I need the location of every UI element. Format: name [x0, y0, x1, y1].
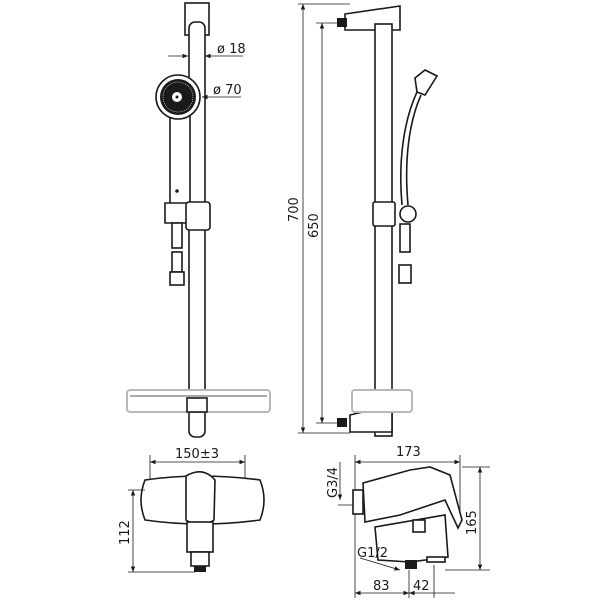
- wall-connector: [352, 489, 364, 515]
- holder-left: [164, 202, 188, 224]
- wall-screw-bottom: [337, 418, 347, 427]
- dim-head-diameter: ø 70: [213, 83, 242, 98]
- side-hand-shower: [414, 69, 439, 96]
- dim-bar-diameter: ø 18: [217, 42, 246, 57]
- front-view-shower-set: ø 18 ø 70: [126, 2, 271, 438]
- dim-diverter-offset: 42: [413, 579, 430, 594]
- dim-fixing-distance: 650: [307, 213, 322, 238]
- dim-mixer-front-height: 112: [118, 520, 133, 545]
- dim-inlet-thread: G3/4: [326, 467, 341, 498]
- wall-screw-top: [337, 18, 347, 27]
- mixer-front-view: 150±3 112: [118, 447, 265, 573]
- mixer-side-view: 173 G3/4 165 G1/2 83 42: [326, 445, 490, 598]
- dim-total-height: 700: [287, 197, 302, 222]
- side-holder: [372, 201, 396, 227]
- hand-shower-handle: [169, 111, 191, 208]
- hose-nut: [171, 222, 183, 249]
- dim-mixer-side-height: 165: [465, 510, 480, 535]
- mixer-body-side: [362, 466, 463, 530]
- side-view-shower-set: 700 650: [287, 3, 439, 437]
- side-soap-tray: [351, 389, 413, 413]
- slider-holder: [185, 201, 211, 231]
- dim-outlet-thread: G1/2: [357, 546, 388, 561]
- mixer-lever-front: [185, 471, 216, 526]
- dim-mixer-centers: 150±3: [175, 447, 219, 462]
- side-slide-bar: [374, 23, 393, 437]
- dim-outlet-offset: 83: [373, 579, 390, 594]
- dim-mixer-depth: 173: [396, 445, 421, 460]
